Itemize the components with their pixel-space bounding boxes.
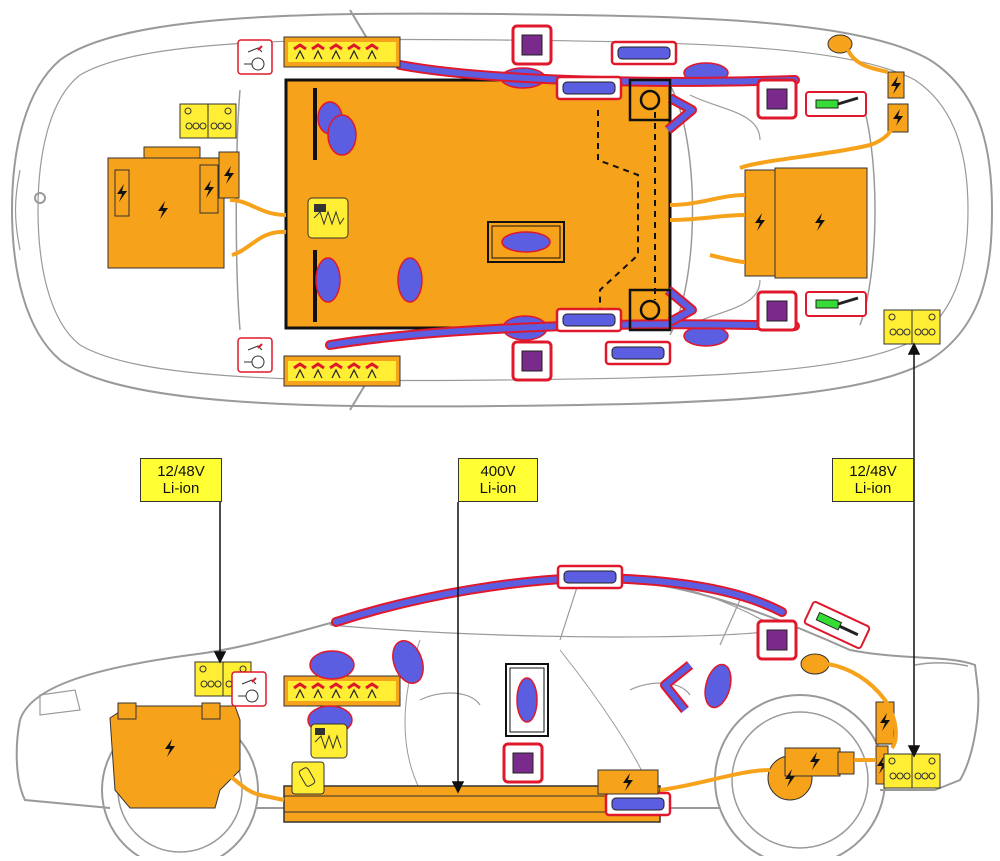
hv-battery-side	[283, 785, 661, 823]
low-voltage-battery-icon	[179, 103, 237, 139]
main-battery-voltage: 400V	[480, 463, 516, 480]
rear-motor-side	[767, 747, 855, 801]
seatbelt-icon	[237, 337, 273, 373]
airbag-icon	[501, 231, 551, 253]
gas-generator-icon	[756, 78, 798, 120]
inflator-icon	[555, 307, 623, 333]
rear-hv-unit-top	[744, 167, 868, 279]
main-battery-type: Li-ion	[479, 480, 517, 497]
front-hv-unit-side	[109, 705, 241, 809]
left-battery-label: 12/48V Li-ion	[140, 458, 222, 502]
low-voltage-battery-icon	[883, 753, 941, 789]
green-gas-spring-icon	[805, 91, 867, 317]
fuse-icon	[291, 761, 325, 795]
seatbelt-pretensioner-icon	[282, 35, 402, 69]
green-gas-spring-icon	[803, 601, 871, 649]
seatbelt-icon	[237, 39, 273, 75]
airbags-side	[307, 640, 732, 735]
gas-spring-icon	[310, 723, 348, 759]
inflator-icon	[610, 40, 678, 66]
left-battery-voltage: 12/48V	[157, 463, 205, 480]
center-console-airbag-frame	[487, 221, 565, 263]
seatbelt-icon	[231, 671, 267, 707]
low-voltage-battery-icon	[883, 309, 941, 345]
left-battery-type: Li-ion	[162, 480, 200, 497]
inflator-icon	[604, 340, 672, 366]
rear-hv-connectors-top	[827, 34, 909, 133]
right-battery-type: Li-ion	[854, 480, 892, 497]
inflator-icon	[604, 791, 672, 817]
gas-generator-icon	[511, 340, 553, 382]
hv-connector-icon	[827, 34, 853, 54]
right-battery-voltage: 12/48V	[849, 463, 897, 480]
curtain-airbag-right	[327, 321, 798, 348]
callout-arrows	[213, 342, 921, 794]
main-battery-label: 400V Li-ion	[458, 458, 538, 502]
inflator-icon	[556, 564, 624, 590]
right-battery-label: 12/48V Li-ion	[832, 458, 914, 502]
gas-generator-icon	[756, 619, 798, 661]
gas-generator-icon	[756, 290, 798, 332]
gas-generator-icon	[511, 24, 553, 66]
hv-cables-side	[214, 662, 898, 802]
gas-generator-icon	[502, 742, 544, 784]
inflator-icon	[555, 75, 623, 101]
seatbelt-pretensioner-icon	[282, 674, 402, 708]
seatbelt-pretensioner-icon	[282, 354, 402, 388]
hv-cables-top	[229, 49, 898, 264]
front-hv-unit-top	[107, 146, 240, 269]
airbag-icon	[516, 677, 538, 723]
hv-connector-icon	[800, 653, 830, 675]
belt-anchor-icon	[628, 78, 672, 332]
airbags-top	[315, 62, 729, 347]
gas-spring-icon	[307, 197, 349, 239]
